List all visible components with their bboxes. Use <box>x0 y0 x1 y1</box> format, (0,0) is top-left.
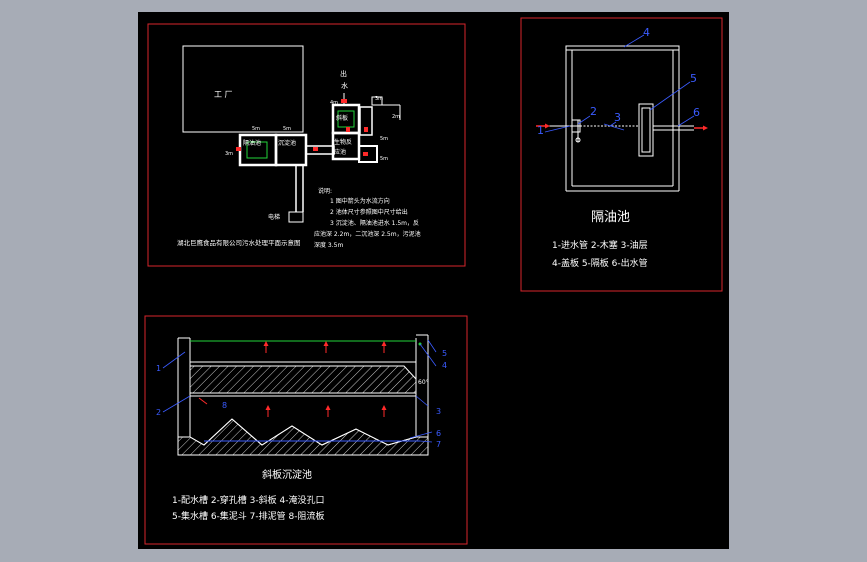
note-1: 1 图中箭头为水流方向 <box>330 197 390 205</box>
settle-callout-7: 7 <box>436 440 441 449</box>
settle-leader-5 <box>427 339 437 353</box>
dim-5m-a: 5m <box>252 126 260 132</box>
oil-separator-panel: 1 2 3 4 5 6 隔油池 1-进水管 2-木塞 3-油层 4-盖板 5-隔… <box>520 17 723 292</box>
oil-callout-3: 3 <box>614 111 621 124</box>
plan-view-panel: 工 厂 出 水 隔油池 沉淀池 生物反 应池 斜板 <box>147 23 466 267</box>
dim-3m-a: 3m <box>225 151 233 157</box>
oil-outlet-arrowhead <box>703 125 708 131</box>
settling-tank-frame <box>144 315 468 545</box>
settle-callout-2: 2 <box>156 408 161 417</box>
oil-partition-inner <box>641 107 651 153</box>
flow-marker-1 <box>236 147 241 151</box>
tank-sed-label: 沉淀池 <box>278 139 296 147</box>
settle-legend-line-2: 5-集水槽 6-集泥斗 7-排泥管 8-阻流板 <box>172 510 324 522</box>
dim-3m-b: 3m <box>375 96 383 102</box>
flow-marker-4 <box>364 127 368 132</box>
settle-title: 斜板沉淀池 <box>262 468 312 481</box>
dim-5m-d: 5m <box>380 156 388 162</box>
plan-caption: 湖北巨鹰食品有限公司污水处理平面示意图 <box>177 238 301 247</box>
oil-inlet-arrowhead <box>545 123 550 129</box>
settle-flow-arrows <box>198 341 387 417</box>
leader-2 <box>577 115 591 125</box>
leader-5 <box>649 81 691 111</box>
tank-oil-label: 隔油池 <box>243 139 261 147</box>
oil-title: 隔油池 <box>591 210 630 225</box>
outlet-label-2: 水 <box>341 81 348 90</box>
well-label: 电梯 <box>268 213 280 221</box>
oil-separator-frame <box>520 17 723 292</box>
dim-2m: 2m <box>392 114 400 120</box>
oil-tank-cover <box>565 45 680 51</box>
tank-bio-label: 生物反 <box>334 138 352 146</box>
settle-angle-label: 60° <box>418 379 429 386</box>
note-2: 2 池体尺寸参照图中尺寸给出 <box>330 208 408 216</box>
drawing-canvas <box>138 12 729 549</box>
leader-3 <box>609 121 617 127</box>
plan-view-frame <box>147 23 466 267</box>
tank-bio-label-2: 应池 <box>334 148 346 156</box>
oil-callout-2: 2 <box>590 105 597 118</box>
notes-title: 说明: <box>318 187 332 195</box>
well-box <box>288 211 304 223</box>
outlet-marker <box>341 99 347 103</box>
settle-callout-3: 3 <box>436 407 441 416</box>
oil-layer-accent <box>603 123 625 131</box>
settle-leader-6 <box>409 431 433 439</box>
oil-callout-5: 5 <box>690 72 697 85</box>
leader-1 <box>544 125 571 133</box>
tank-inclined-label: 斜板 <box>336 114 348 122</box>
dim-5m-c: 5m <box>380 136 388 142</box>
tank-sludge <box>358 145 378 163</box>
note-3: 3 沉淀池、隔油池进水 1.5m，反 <box>330 219 419 227</box>
dim-4m: 4m <box>330 100 338 106</box>
settle-leader-4 <box>419 343 437 367</box>
settle-leader-3 <box>415 395 429 407</box>
settle-callout-4: 4 <box>442 361 447 370</box>
oil-callout-4: 4 <box>643 26 650 39</box>
settling-tank-panel: 1 2 8 3 5 4 6 7 60° 斜板沉淀池 1-配水槽 2-穿孔槽 3-… <box>144 315 468 545</box>
flow-marker-3 <box>346 127 350 132</box>
settle-callout-5: 5 <box>442 349 447 358</box>
note-4: 应池深 2.2m，二沉池深 2.5m，污泥池 <box>314 230 421 238</box>
flow-marker-2 <box>313 147 318 151</box>
settle-inclined-plates <box>189 365 417 394</box>
settle-callout-8: 8 <box>222 401 227 410</box>
note-5: 深度 3.5m <box>314 241 343 249</box>
settle-legend-line-1: 1-配水槽 2-穿孔槽 3-斜板 4-淹没孔口 <box>172 494 324 506</box>
dim-5m-b: 5m <box>283 126 291 132</box>
oil-legend-line-2: 4-盖板 5-隔板 6-出水管 <box>552 257 648 269</box>
settle-callout-6: 6 <box>436 429 441 438</box>
leader-6 <box>677 115 695 127</box>
oil-legend-line-1: 1-进水管 2-木塞 3-油层 <box>552 239 648 251</box>
factory-label: 工 厂 <box>214 90 233 99</box>
outlet-label-1: 出 <box>340 69 347 78</box>
leader-4 <box>623 34 645 48</box>
settle-hopper-base <box>177 418 429 456</box>
settle-leader-2 <box>162 395 191 413</box>
factory-outline <box>182 45 304 133</box>
oil-callout-1: 1 <box>537 124 544 137</box>
settle-callout-1: 1 <box>156 364 161 373</box>
flow-marker-5 <box>363 152 368 156</box>
settle-leader-1 <box>162 351 186 369</box>
oil-callout-6: 6 <box>693 106 700 119</box>
settle-leader-7 <box>419 440 433 443</box>
oil-plug-cap <box>575 137 581 143</box>
